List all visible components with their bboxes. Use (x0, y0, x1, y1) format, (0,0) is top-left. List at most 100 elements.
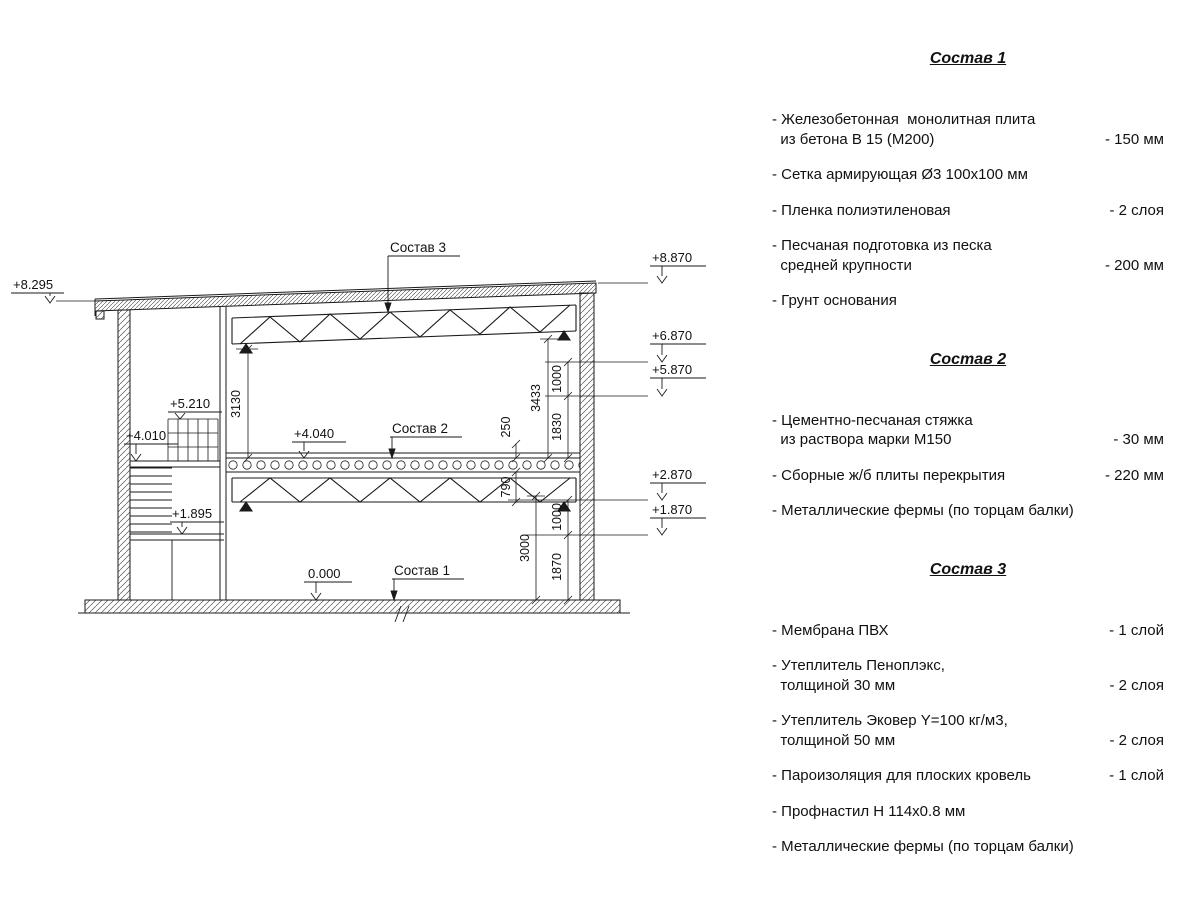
elevation-mark-landing-lower (170, 521, 224, 535)
right-wall (579, 292, 595, 601)
dim-1870 (563, 535, 573, 605)
dimensions (243, 334, 573, 605)
dim-3000 (531, 491, 541, 605)
elevation-text-right-6870: +6.870 (652, 328, 692, 343)
spec-section-1: Состав 1 - Железобетонная монолитная пли… (772, 50, 1164, 311)
spec-item-value: - 30 мм (1113, 431, 1164, 448)
dim-text-1870: 1870 (550, 553, 564, 581)
spec-item: - Металлические фермы (по торцам балки) (772, 501, 1164, 521)
elevation-mark-landing-upper (124, 443, 178, 462)
dim-text-1000-lower: 1000 (550, 503, 564, 531)
dim-text-250: 250 (499, 417, 513, 438)
spec-item: - Сборные ж/б плиты перекрытия - 220 мм (772, 466, 1164, 486)
dim-text-1000-upper: 1000 (550, 365, 564, 393)
drawing-label-sostav-3: Состав 3 (390, 240, 446, 255)
spec-item-label: - Металлические фермы (по торцам балки) (772, 502, 1074, 519)
dim-1000-upper (563, 357, 573, 401)
dim-3130 (243, 344, 253, 463)
elevation-mark-railing (168, 411, 222, 420)
dim-text-3000: 3000 (518, 534, 532, 562)
spec-item: - Пленка полиэтиленовая - 2 слоя (772, 201, 1164, 221)
inner-wall (219, 307, 227, 600)
spec-item-value: - 200 мм (1105, 256, 1164, 274)
spec-item-label: - Пароизоляция для плоских кровель (772, 767, 1031, 784)
dim-1830 (563, 396, 573, 463)
spec-item: - Песчаная подготовка из песка средней к… (772, 236, 1164, 275)
spec-item-value: - 2 слоя (1109, 201, 1164, 219)
spec-item-label: - Сборные ж/б плиты перекрытия (772, 466, 1006, 484)
spec-item-value: - 150 мм (1105, 130, 1164, 148)
leader-sostav-3 (384, 255, 460, 314)
spec-item-value: - 1 слой (1109, 621, 1164, 639)
spec-item-label: - Пленка полиэтиленовая (772, 201, 951, 219)
spec-item-value: - 1 слой (1109, 767, 1164, 784)
ground-slab (84, 599, 621, 614)
spec-section-2: Состав 2 - Цементно-песчаная стяжка из р… (772, 351, 1164, 521)
spec-item: - Мембрана ПВХ - 1 слой (772, 621, 1164, 641)
spec-item-label: - Цементно-песчаная стяжка из раствора м… (772, 411, 973, 449)
elevation-text-right-8870: +8.870 (652, 250, 692, 265)
spec-title-3: Состав 3 (929, 560, 1007, 578)
elevation-mark-ground (304, 581, 352, 601)
spec-item-label: - Грунт основания (772, 292, 897, 309)
spec-item: - Утеплитель Эковер Y=100 кг/м3, толщино… (772, 711, 1164, 750)
elevation-text-landing-lower: +1.895 (172, 506, 212, 521)
spec-title-2: Состав 2 (929, 350, 1007, 368)
elevation-text-right-2870: +2.870 (652, 467, 692, 482)
elevation-text-floor2: +4.040 (294, 426, 334, 441)
spec-item-value: - 2 слоя (1109, 676, 1164, 694)
drawing-label-sostav-1: Состав 1 (394, 563, 450, 578)
spec-item-label: - Утеплитель Эковер Y=100 кг/м3, толщино… (772, 712, 1008, 749)
elevation-text-landing-upper: +4.010 (126, 428, 166, 443)
spec-item: - Железобетонная монолитная плита из бет… (772, 110, 1164, 149)
spec-panel: Состав 1 - Железобетонная монолитная пли… (772, 50, 1164, 897)
spec-item-value: - 2 слоя (1109, 731, 1164, 749)
railing (167, 418, 219, 462)
elevation-text-ground: 0.000 (308, 566, 341, 581)
roof-assembly (94, 280, 597, 320)
witness-lines (56, 282, 648, 536)
dim-3433 (543, 334, 553, 463)
elevation-text-left-top: +8.295 (13, 277, 53, 292)
spec-item-label: - Металлические фермы (по торцам балки) (772, 838, 1074, 855)
spec-item: - Утеплитель Пеноплэкс, толщиной 30 мм -… (772, 656, 1164, 695)
spec-item-label: - Песчаная подготовка из песка средней к… (772, 237, 992, 274)
floor-slab (225, 457, 581, 473)
dim-790 (511, 467, 521, 507)
dim-text-1830: 1830 (550, 413, 564, 441)
elevation-text-right-1870: +1.870 (652, 502, 692, 517)
elevation-mark-right-8870 (650, 265, 706, 284)
spec-item-label: - Утеплитель Пеноплэкс, толщиной 30 мм (772, 657, 945, 694)
dim-text-790: 790 (499, 477, 513, 498)
spec-section-3: Состав 3 - Мембрана ПВХ - 1 слой - Утепл… (772, 561, 1164, 857)
spec-item-label: - Мембрана ПВХ (772, 621, 889, 639)
staircase (130, 460, 224, 600)
spec-item: - Грунт основания (772, 291, 1164, 311)
label-leaders (384, 255, 464, 602)
spec-item: - Пароизоляция для плоских кровель - 1 с… (772, 766, 1164, 786)
elevation-text-railing: +5.210 (170, 396, 210, 411)
elevation-mark-right-5870 (650, 377, 706, 397)
elevation-mark-right-6870 (650, 343, 706, 363)
elevation-mark-right-2870 (650, 482, 706, 501)
elevation-mark-left-top (11, 292, 64, 304)
spec-item-label: - Железобетонная монолитная плита из бет… (772, 111, 1036, 148)
spec-title-1: Состав 1 (929, 50, 1007, 67)
elevation-text-right-5870: +5.870 (652, 362, 692, 377)
spec-item: - Металлические фермы (по торцам балки) (772, 837, 1164, 857)
left-wall (117, 309, 131, 601)
spec-item: - Цементно-песчаная стяжка из раствора м… (772, 411, 1164, 450)
spec-item-label: - Сетка армирующая Ø3 100х100 мм (772, 166, 1028, 183)
leader-sostav-1 (390, 578, 464, 602)
dim-text-3433: 3433 (529, 384, 543, 412)
elevation-marks (11, 265, 706, 601)
upper-truss (231, 304, 577, 354)
building-section-drawing: +8.295 +8.870 +6.870 +5.870 +2.870 +1.87… (11, 240, 706, 623)
break-mark (394, 605, 410, 623)
lower-truss (231, 477, 577, 512)
elevation-mark-floor2 (292, 441, 346, 459)
spec-item: - Сетка армирующая Ø3 100х100 мм (772, 165, 1164, 185)
spec-item-label: - Профнастил Н 114х0.8 мм (772, 802, 966, 820)
elevation-mark-right-1870 (650, 517, 706, 536)
